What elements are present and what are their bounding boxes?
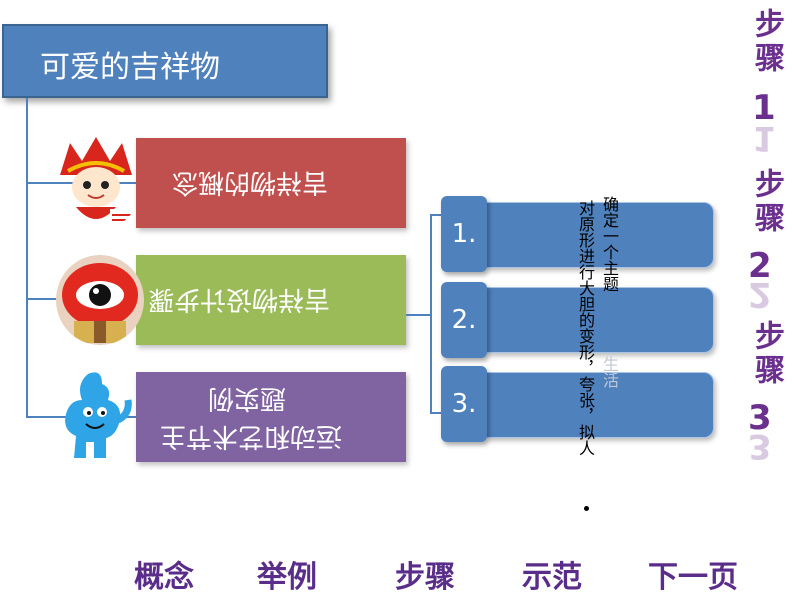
- example-panel[interactable]: 运动和艺术节主 题实例: [136, 372, 406, 462]
- side-step2-number-reflection: 2: [748, 274, 772, 314]
- vertical-note-faded: 生活: [600, 356, 619, 388]
- mascot2-image: [56, 255, 144, 345]
- step3-panel[interactable]: [486, 372, 714, 438]
- side-step1-label[interactable]: 步骤: [749, 8, 784, 76]
- nav-example-link[interactable]: 举例: [257, 560, 317, 595]
- red-eye-mascot-icon: [62, 263, 138, 343]
- step2-panel[interactable]: [486, 287, 714, 353]
- concept-panel[interactable]: 吉祥物的概念: [136, 138, 406, 228]
- tree-trunk-line: [26, 98, 28, 418]
- step1-panel[interactable]: [486, 202, 714, 268]
- concept-panel-text: 吉祥物的概念: [172, 167, 329, 197]
- example-panel-text-line2: 题实例: [208, 383, 287, 413]
- nav-next-page-link[interactable]: 下一页: [648, 560, 738, 595]
- step1-number-box[interactable]: 1.: [441, 196, 487, 272]
- page-title: 可爱的吉祥物: [40, 50, 220, 85]
- nav-steps-link[interactable]: 步骤: [395, 560, 455, 595]
- design-steps-panel-text: 吉祥物设计步骤: [148, 284, 331, 314]
- design-steps-panel[interactable]: 吉祥物设计步骤: [136, 255, 406, 345]
- step3-number-box[interactable]: 3.: [441, 366, 487, 442]
- side-step1-number: 1: [752, 88, 776, 128]
- side-step3-number: 3: [748, 398, 772, 438]
- nav-concept-link[interactable]: 概念: [134, 560, 194, 595]
- haibao-mascot-icon: [65, 372, 132, 458]
- fuwa-huanhuan-mascot-icon: [60, 137, 136, 225]
- title-box: 可爱的吉祥物: [2, 24, 328, 98]
- steps-bracket-vertical: [430, 214, 432, 414]
- side-step2-number: 2: [748, 246, 772, 286]
- steps-connector-horizontal: [406, 314, 430, 316]
- side-step3-number-reflection: 3: [748, 426, 772, 466]
- vertical-note-col1: 对原形进行大胆的变形，夸张，拟人: [576, 200, 595, 456]
- mascot3-image: [58, 370, 134, 462]
- mascot1-image: [50, 135, 142, 231]
- side-step1-number-reflection: 1: [752, 118, 776, 158]
- bullet-dot: [584, 506, 589, 511]
- nav-demo-link[interactable]: 示范: [522, 560, 582, 595]
- example-panel-text-line1: 运动和艺术节主: [160, 421, 343, 451]
- vertical-note-col2: 确定一个主题: [600, 196, 619, 292]
- steps-bracket-bottom: [430, 412, 442, 414]
- step2-number-box[interactable]: 2.: [441, 282, 487, 358]
- steps-bracket-top: [430, 214, 442, 216]
- side-step3-label[interactable]: 步骤: [749, 320, 784, 388]
- side-step2-label[interactable]: 步骤: [749, 168, 784, 236]
